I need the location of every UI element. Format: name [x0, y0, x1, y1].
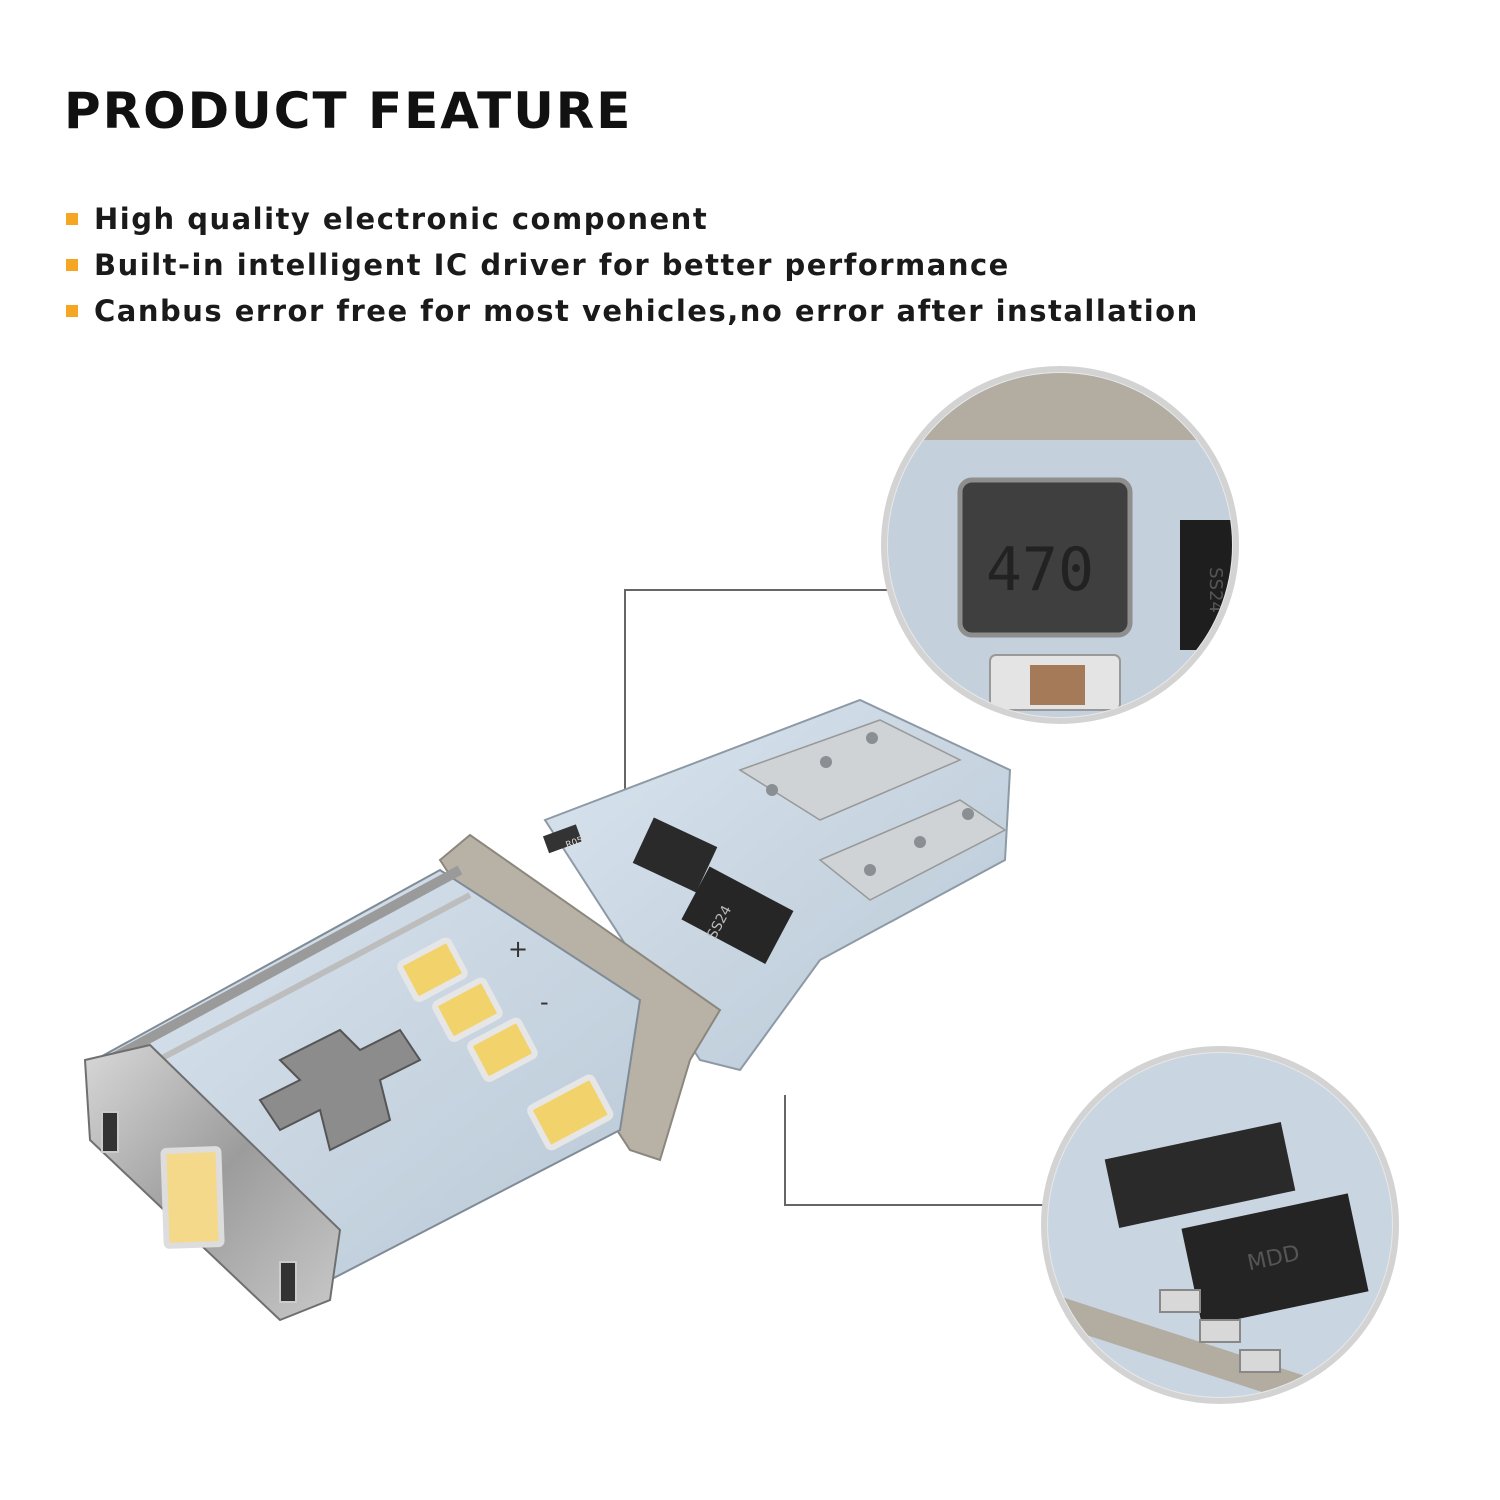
feature-text: High quality electronic component: [94, 202, 709, 236]
zoom-inductor: 470 SS24: [881, 366, 1239, 724]
feature-list: High quality electronic component Built-…: [66, 196, 1199, 334]
inductor-mark-label: 470: [986, 535, 1094, 605]
page-title: PRODUCT FEATURE: [64, 82, 633, 140]
bullet-square-icon: [66, 259, 78, 271]
bullet-square-icon: [66, 305, 78, 317]
feature-text: Canbus error free for most vehicles,no e…: [94, 294, 1199, 328]
diode-mark-label: SS24: [1205, 567, 1226, 613]
callout-line-bottom: [784, 1095, 1050, 1206]
bullet-square-icon: [66, 213, 78, 225]
polarity-minus-label: -: [540, 988, 549, 1016]
bulb-body: + - R050 SS24: [83, 698, 1012, 1322]
feature-text: Built-in intelligent IC driver for bette…: [94, 248, 1010, 282]
feature-item: Built-in intelligent IC driver for bette…: [66, 242, 1199, 288]
zoom-bridge-rectifier: MDD: [1041, 1046, 1399, 1404]
polarity-plus-label: +: [508, 935, 528, 963]
feature-item: High quality electronic component: [66, 196, 1199, 242]
feature-item: Canbus error free for most vehicles,no e…: [66, 288, 1199, 334]
